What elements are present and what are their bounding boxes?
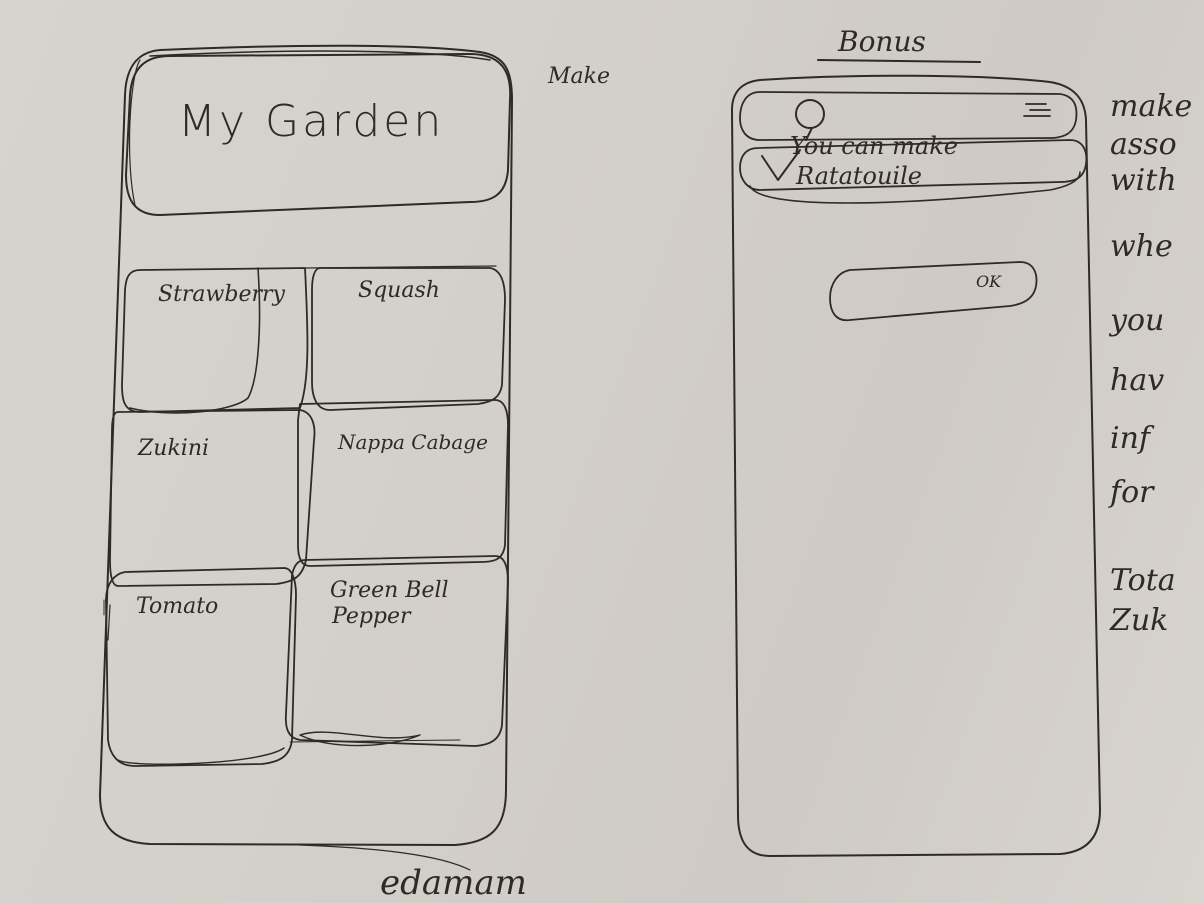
bonus-heading: Bonus xyxy=(838,25,926,58)
grid-label-pepper: Pepper xyxy=(332,604,411,629)
menu-icon-button[interactable] xyxy=(1022,98,1054,122)
ok-button[interactable] xyxy=(830,262,1036,320)
notification-line-1: You can make xyxy=(790,132,958,160)
grid-label-zukini: Zukini xyxy=(138,436,210,461)
tomato-card xyxy=(105,567,297,767)
margin-note-line: Zuk xyxy=(1110,603,1169,638)
margin-note-line: inf xyxy=(1110,421,1151,456)
margin-note-line: with xyxy=(1110,163,1177,198)
search-icon-button[interactable] xyxy=(792,98,828,138)
ok-button-label: OK xyxy=(976,272,1002,291)
right-search-bar xyxy=(739,91,1078,141)
notification-line-2: Ratatouile xyxy=(796,162,922,190)
margin-note-line: hav xyxy=(1110,363,1165,398)
grid-label-squash: Squash xyxy=(358,278,440,303)
notification-banner xyxy=(739,139,1088,191)
margin-note-line: for xyxy=(1110,475,1154,510)
pill-button xyxy=(829,261,1038,322)
strawberry-card xyxy=(121,267,309,413)
tomato-card-button[interactable] xyxy=(108,572,294,764)
notification-button[interactable] xyxy=(742,142,1084,190)
strawberry-card-button[interactable] xyxy=(122,268,308,410)
margin-note-line: Tota xyxy=(1110,563,1176,598)
search-icon-circle xyxy=(795,99,825,129)
napa-cabbage-card-button[interactable] xyxy=(300,402,506,562)
side-note: Make xyxy=(548,64,610,89)
napa-cabbage-card xyxy=(297,399,509,567)
squash-card xyxy=(311,267,506,411)
grid-label-napa-cabbage: Nappa Cabage xyxy=(338,430,488,454)
margin-note-line: whe xyxy=(1110,229,1173,264)
green-bell-pepper-card-button[interactable] xyxy=(288,558,506,742)
grid-label-tomato: Tomato xyxy=(136,594,219,619)
squash-card-button[interactable] xyxy=(312,266,504,408)
header-box xyxy=(125,53,512,216)
bottom-note: edamam xyxy=(380,863,527,903)
green-bell-pepper-card xyxy=(284,555,509,747)
right-phone-frame xyxy=(731,74,1101,857)
margin-note-line: asso xyxy=(1110,127,1177,162)
zukini-card-button[interactable] xyxy=(110,412,300,584)
page-title: My Garden xyxy=(178,96,445,147)
grid-label-strawberry: Strawberry xyxy=(158,282,285,307)
zukini-card xyxy=(109,409,316,587)
margin-note-line: make xyxy=(1110,89,1193,124)
grid-label-green-bell: Green Bell xyxy=(330,578,449,603)
margin-note-line: you xyxy=(1110,303,1165,338)
